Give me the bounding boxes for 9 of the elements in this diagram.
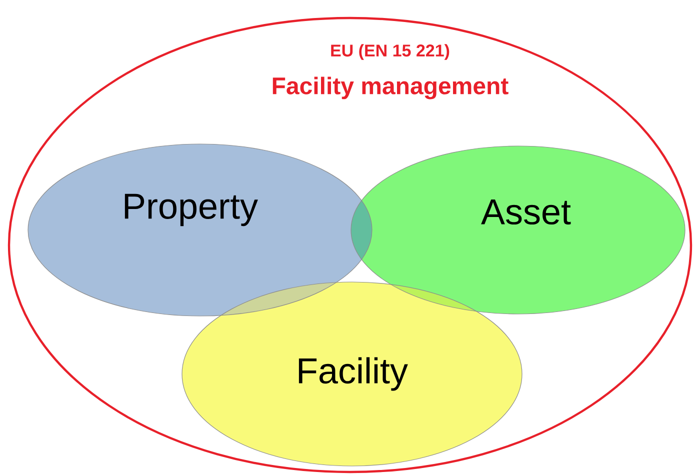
- circle-label: Asset: [481, 199, 571, 225]
- heading: EU (EN 15 221): [331, 44, 450, 60]
- circle-area: [182, 282, 522, 466]
- circle-label: Facility: [298, 357, 408, 391]
- circle-area: [350, 146, 686, 314]
- circle-area: [28, 144, 372, 316]
- title: Facility management: [272, 76, 508, 100]
- boundary-ellipse: [8, 16, 692, 474]
- circle-label: Property: [124, 194, 258, 226]
